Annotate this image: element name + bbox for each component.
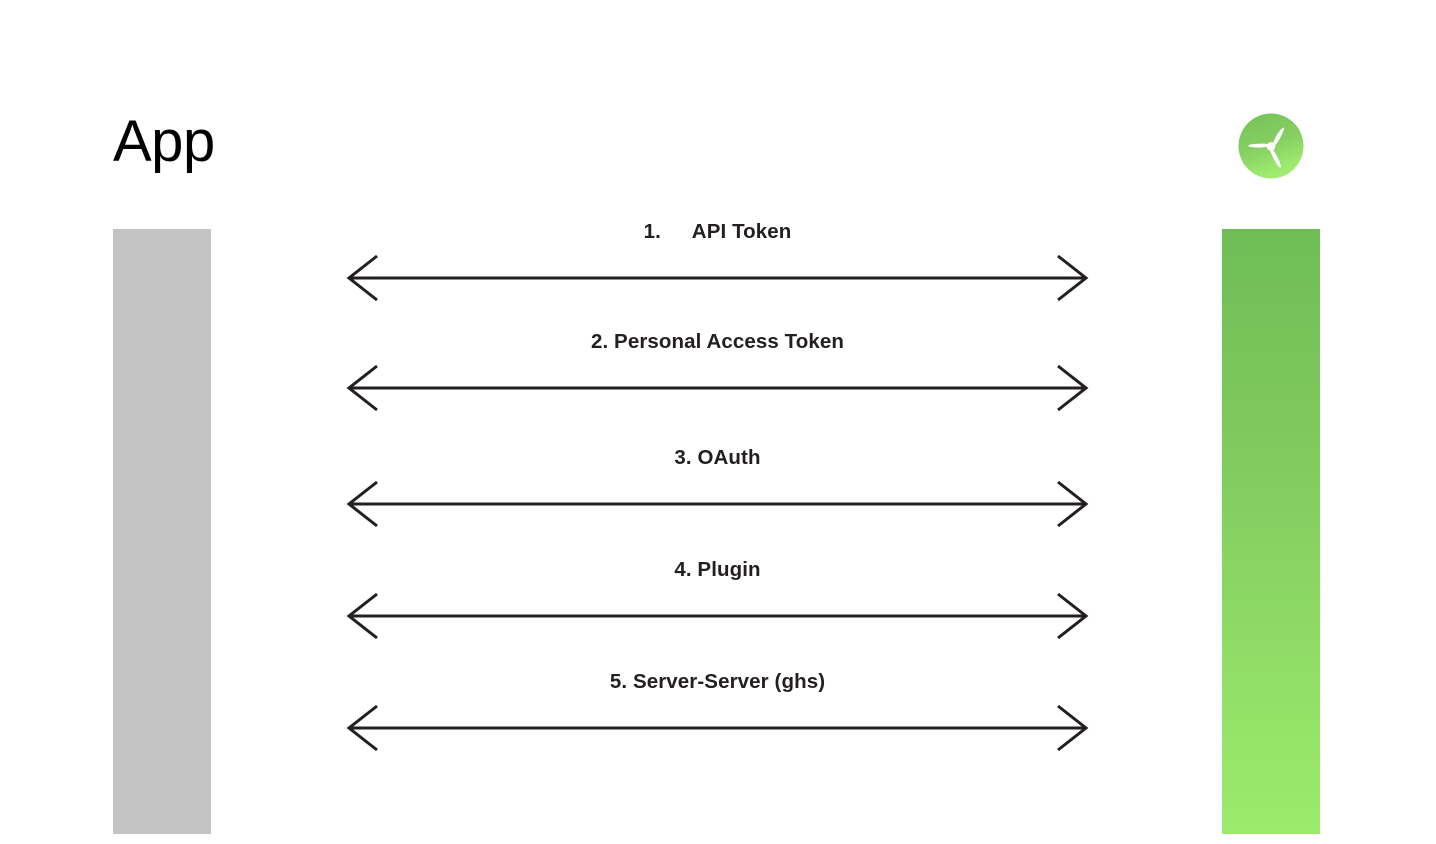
arrow-line-2 <box>345 362 1090 414</box>
arrow-row-4: 4. Plugin <box>345 556 1090 646</box>
bidirectional-arrow-icon <box>346 704 1089 752</box>
arrow-row-3: 3. OAuth <box>345 444 1090 534</box>
propeller-logo-icon <box>1238 113 1304 179</box>
arrow-row-2: 2. Personal Access Token <box>345 328 1090 418</box>
bidirectional-arrow-icon <box>346 364 1089 412</box>
service-lifeline-bar <box>1222 229 1320 834</box>
arrow-line-3 <box>345 478 1090 530</box>
app-lifeline-bar <box>113 229 211 834</box>
arrow-line-4 <box>345 590 1090 642</box>
arrow-row-1: 1. API Token <box>345 218 1090 308</box>
bidirectional-arrow-icon <box>346 592 1089 640</box>
arrow-line-5 <box>345 702 1090 754</box>
arrow-label-5: 5. Server-Server (ghs) <box>609 670 826 693</box>
bidirectional-arrow-icon <box>346 480 1089 528</box>
arrow-line-1 <box>345 252 1090 304</box>
propeller-logo-svg <box>1238 113 1304 179</box>
bidirectional-arrow-icon <box>346 254 1089 302</box>
page-title: App <box>113 109 215 174</box>
arrow-row-5: 5. Server-Server (ghs) <box>345 668 1090 758</box>
arrow-label-3: 3. OAuth <box>674 446 761 469</box>
arrow-label-4: 4. Plugin <box>674 558 761 581</box>
arrow-label-2: 2. Personal Access Token <box>590 330 845 353</box>
arrow-label-1: 1. API Token <box>643 220 792 243</box>
